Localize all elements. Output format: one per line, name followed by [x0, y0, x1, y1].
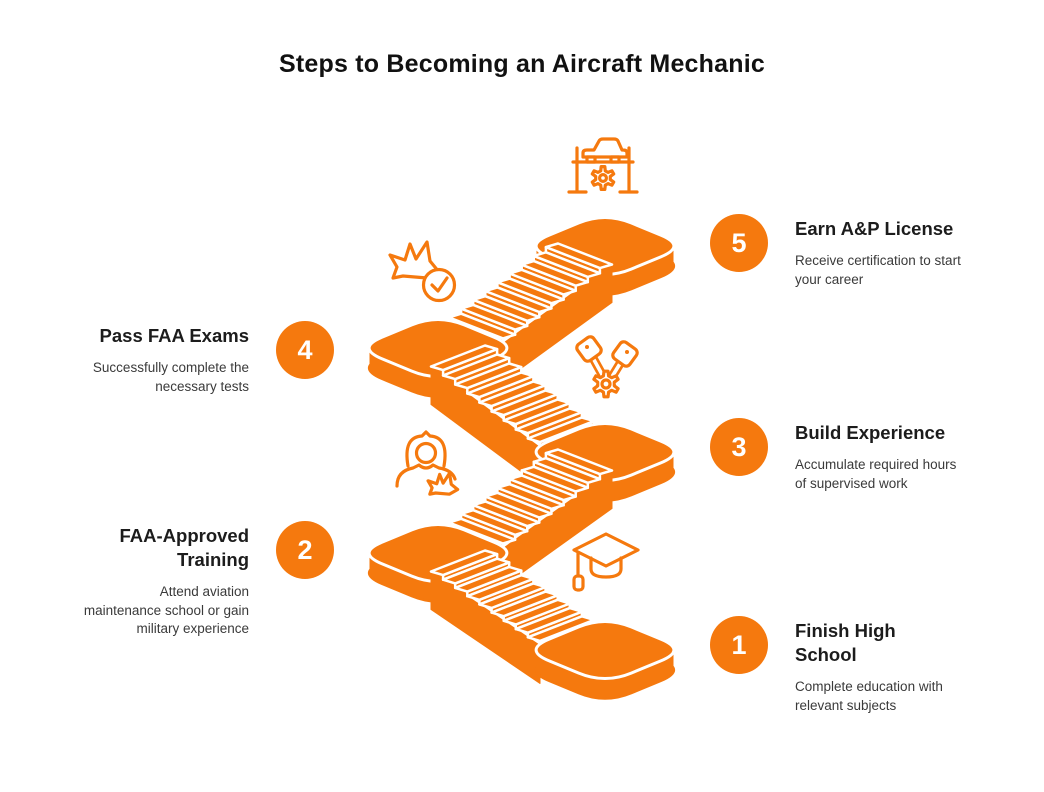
step-4-number-badge: 4 — [276, 321, 334, 379]
car-lift-icon — [567, 137, 639, 194]
step-1-title: Finish High School — [795, 620, 896, 666]
step-5: 5 Earn A&P License Receive certification… — [710, 214, 973, 289]
step-1-description: Complete education with relevant subject… — [795, 679, 943, 713]
step-5-description: Receive certification to start your care… — [795, 253, 961, 287]
step-5-title: Earn A&P License — [795, 218, 954, 239]
step-4-description: Successfully complete the necessary test… — [92, 360, 249, 394]
step-3-number-badge: 3 — [710, 418, 768, 476]
step-1-number-badge: 1 — [710, 616, 768, 674]
step-4-title: Pass FAA Exams — [99, 325, 249, 346]
step-3-description: Accumulate required hours of supervised … — [795, 457, 957, 491]
step-2: FAA-Approved Training Attend aviation ma… — [81, 521, 334, 639]
step-3: 3 Build Experience Accumulate required h… — [710, 418, 959, 493]
page-title: Steps to Becoming an Aircraft Mechanic — [279, 50, 765, 78]
step-2-description: Attend aviation maintenance school or ga… — [83, 584, 249, 637]
step-5-number-badge: 5 — [710, 214, 768, 272]
step-2-number-badge: 2 — [276, 521, 334, 579]
step-1: 1 Finish High School Complete education … — [710, 616, 973, 715]
step-4: Pass FAA Exams Successfully complete the… — [63, 321, 334, 396]
graduation-cap-icon — [572, 532, 640, 592]
step-3-title: Build Experience — [795, 422, 946, 443]
step-2-title: FAA-Approved Training — [119, 525, 250, 571]
pistons-gear-icon — [575, 335, 639, 399]
airplane-checkmark-icon — [388, 240, 457, 303]
trainee-airplane-icon — [395, 430, 460, 496]
